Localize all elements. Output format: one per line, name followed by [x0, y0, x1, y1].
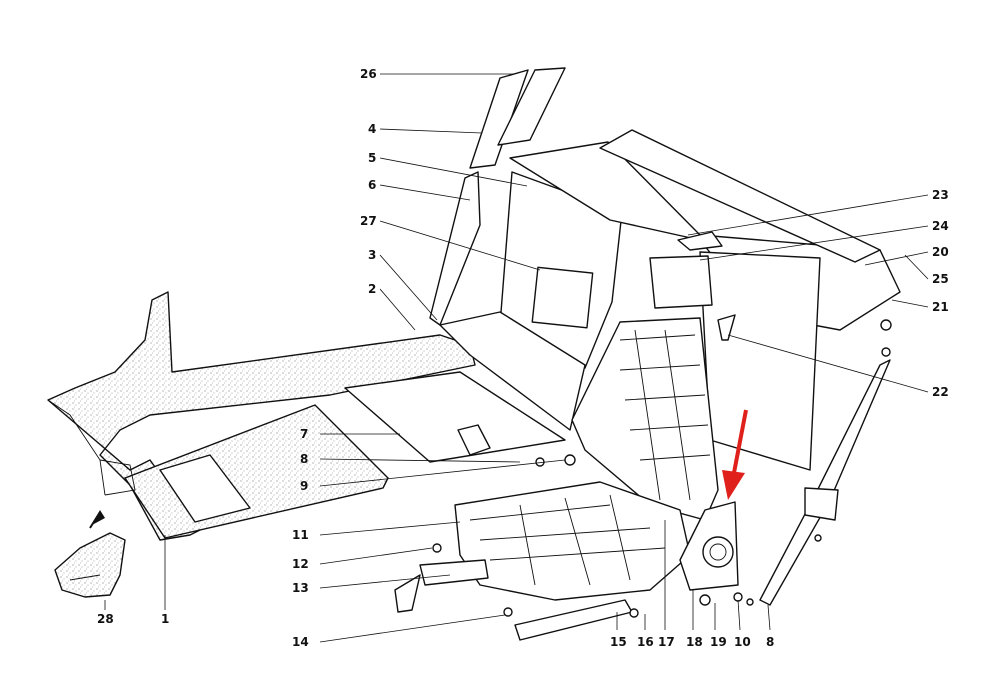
callout-13: 13	[292, 581, 309, 595]
leader-lines	[104, 73, 929, 643]
callout-3: 3	[368, 248, 376, 262]
callout-15: 15	[610, 635, 627, 649]
callout-16: 16	[637, 635, 654, 649]
seatbelt	[679, 314, 892, 606]
callout-12: 12	[292, 557, 309, 571]
seat-cushion	[454, 481, 691, 601]
callout-23: 23	[932, 188, 949, 202]
callout-21: 21	[932, 300, 949, 314]
loose-trim-piece	[54, 532, 126, 598]
callout-22: 22	[932, 385, 949, 399]
callout-18: 18	[686, 635, 703, 649]
seat-back	[571, 255, 719, 521]
callout-17: 17	[658, 635, 675, 649]
callout-27: 27	[360, 214, 377, 228]
callout-10: 10	[734, 635, 751, 649]
callout-6: 6	[368, 178, 376, 192]
direction-arrow-icon	[89, 510, 105, 529]
rear-floor-carpet	[47, 291, 476, 541]
seat-rails	[394, 559, 633, 641]
callout-20: 20	[932, 245, 949, 259]
callout-4: 4	[368, 122, 376, 136]
callout-25: 25	[932, 272, 949, 286]
callout-labels: 26 4 5 6 27 3 2 7 8 9 11 12 13 14 28 1 1…	[97, 67, 949, 649]
callout-1: 1	[161, 612, 169, 626]
parcel-shelf-trim	[509, 129, 901, 471]
highlight-arrow-icon	[722, 409, 748, 500]
callout-24: 24	[932, 219, 949, 233]
callout-19: 19	[710, 635, 727, 649]
callout-14: 14	[292, 635, 309, 649]
pillar-trims	[469, 67, 566, 169]
callout-28: 28	[97, 612, 114, 626]
fasteners	[432, 424, 822, 618]
callout-7: 7	[300, 427, 308, 441]
rear-bulkhead-carpet	[344, 171, 623, 463]
callout-2: 2	[368, 282, 376, 296]
callout-5: 5	[368, 151, 376, 165]
callout-26: 26	[360, 67, 377, 81]
callout-11: 11	[292, 528, 309, 542]
callout-8: 8	[300, 452, 308, 466]
callout-9: 9	[300, 479, 308, 493]
callout-8-belt: 8	[766, 635, 774, 649]
